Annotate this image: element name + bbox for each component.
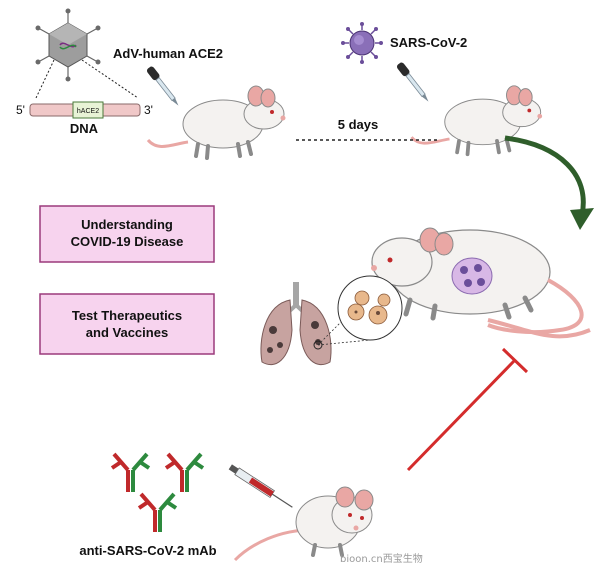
dna-label: DNA bbox=[70, 121, 99, 136]
dna-construct: hACE2 5' 3' DNA bbox=[16, 101, 153, 136]
adenovirus-icon bbox=[35, 8, 101, 82]
outcome-box-therapeutics: Test Therapeutics and Vaccines bbox=[39, 293, 215, 355]
virus-label: SARS-CoV-2 bbox=[390, 35, 467, 50]
box2-line2: and Vaccines bbox=[86, 325, 168, 340]
dropper-icon bbox=[395, 60, 433, 105]
vector-dna-connector bbox=[35, 59, 139, 99]
syringe-icon bbox=[228, 464, 293, 508]
dropper-icon bbox=[145, 64, 183, 109]
curved-arrow-icon bbox=[504, 135, 594, 230]
three-prime-label: 3' bbox=[144, 103, 153, 117]
five-prime-label: 5' bbox=[16, 103, 25, 117]
coronavirus-icon bbox=[341, 22, 383, 64]
dna-gene-label: hACE2 bbox=[77, 108, 99, 115]
lungs-icon bbox=[260, 282, 332, 366]
infected-mouse-icon bbox=[371, 227, 591, 339]
antibody-icon bbox=[135, 488, 178, 534]
box1-line2: COVID-19 Disease bbox=[71, 234, 184, 249]
alveoli-zoom bbox=[317, 275, 403, 346]
vector-label: AdV-human ACE2 bbox=[113, 46, 223, 61]
inhibition-line-icon bbox=[406, 347, 529, 472]
watermark: bioon.cn西宝生物 bbox=[340, 552, 423, 565]
mouse-icon bbox=[409, 83, 545, 157]
antibody-label: anti-SARS-CoV-2 mAb bbox=[79, 543, 216, 558]
outcome-box-understanding: Understanding COVID-19 Disease bbox=[39, 205, 215, 263]
antibody-icon bbox=[108, 448, 151, 494]
antibody-icon bbox=[162, 448, 205, 494]
mouse-icon bbox=[233, 486, 374, 562]
interval-label: 5 days bbox=[338, 117, 378, 132]
box1-line1: Understanding bbox=[81, 217, 173, 232]
box2-line1: Test Therapeutics bbox=[72, 308, 182, 323]
